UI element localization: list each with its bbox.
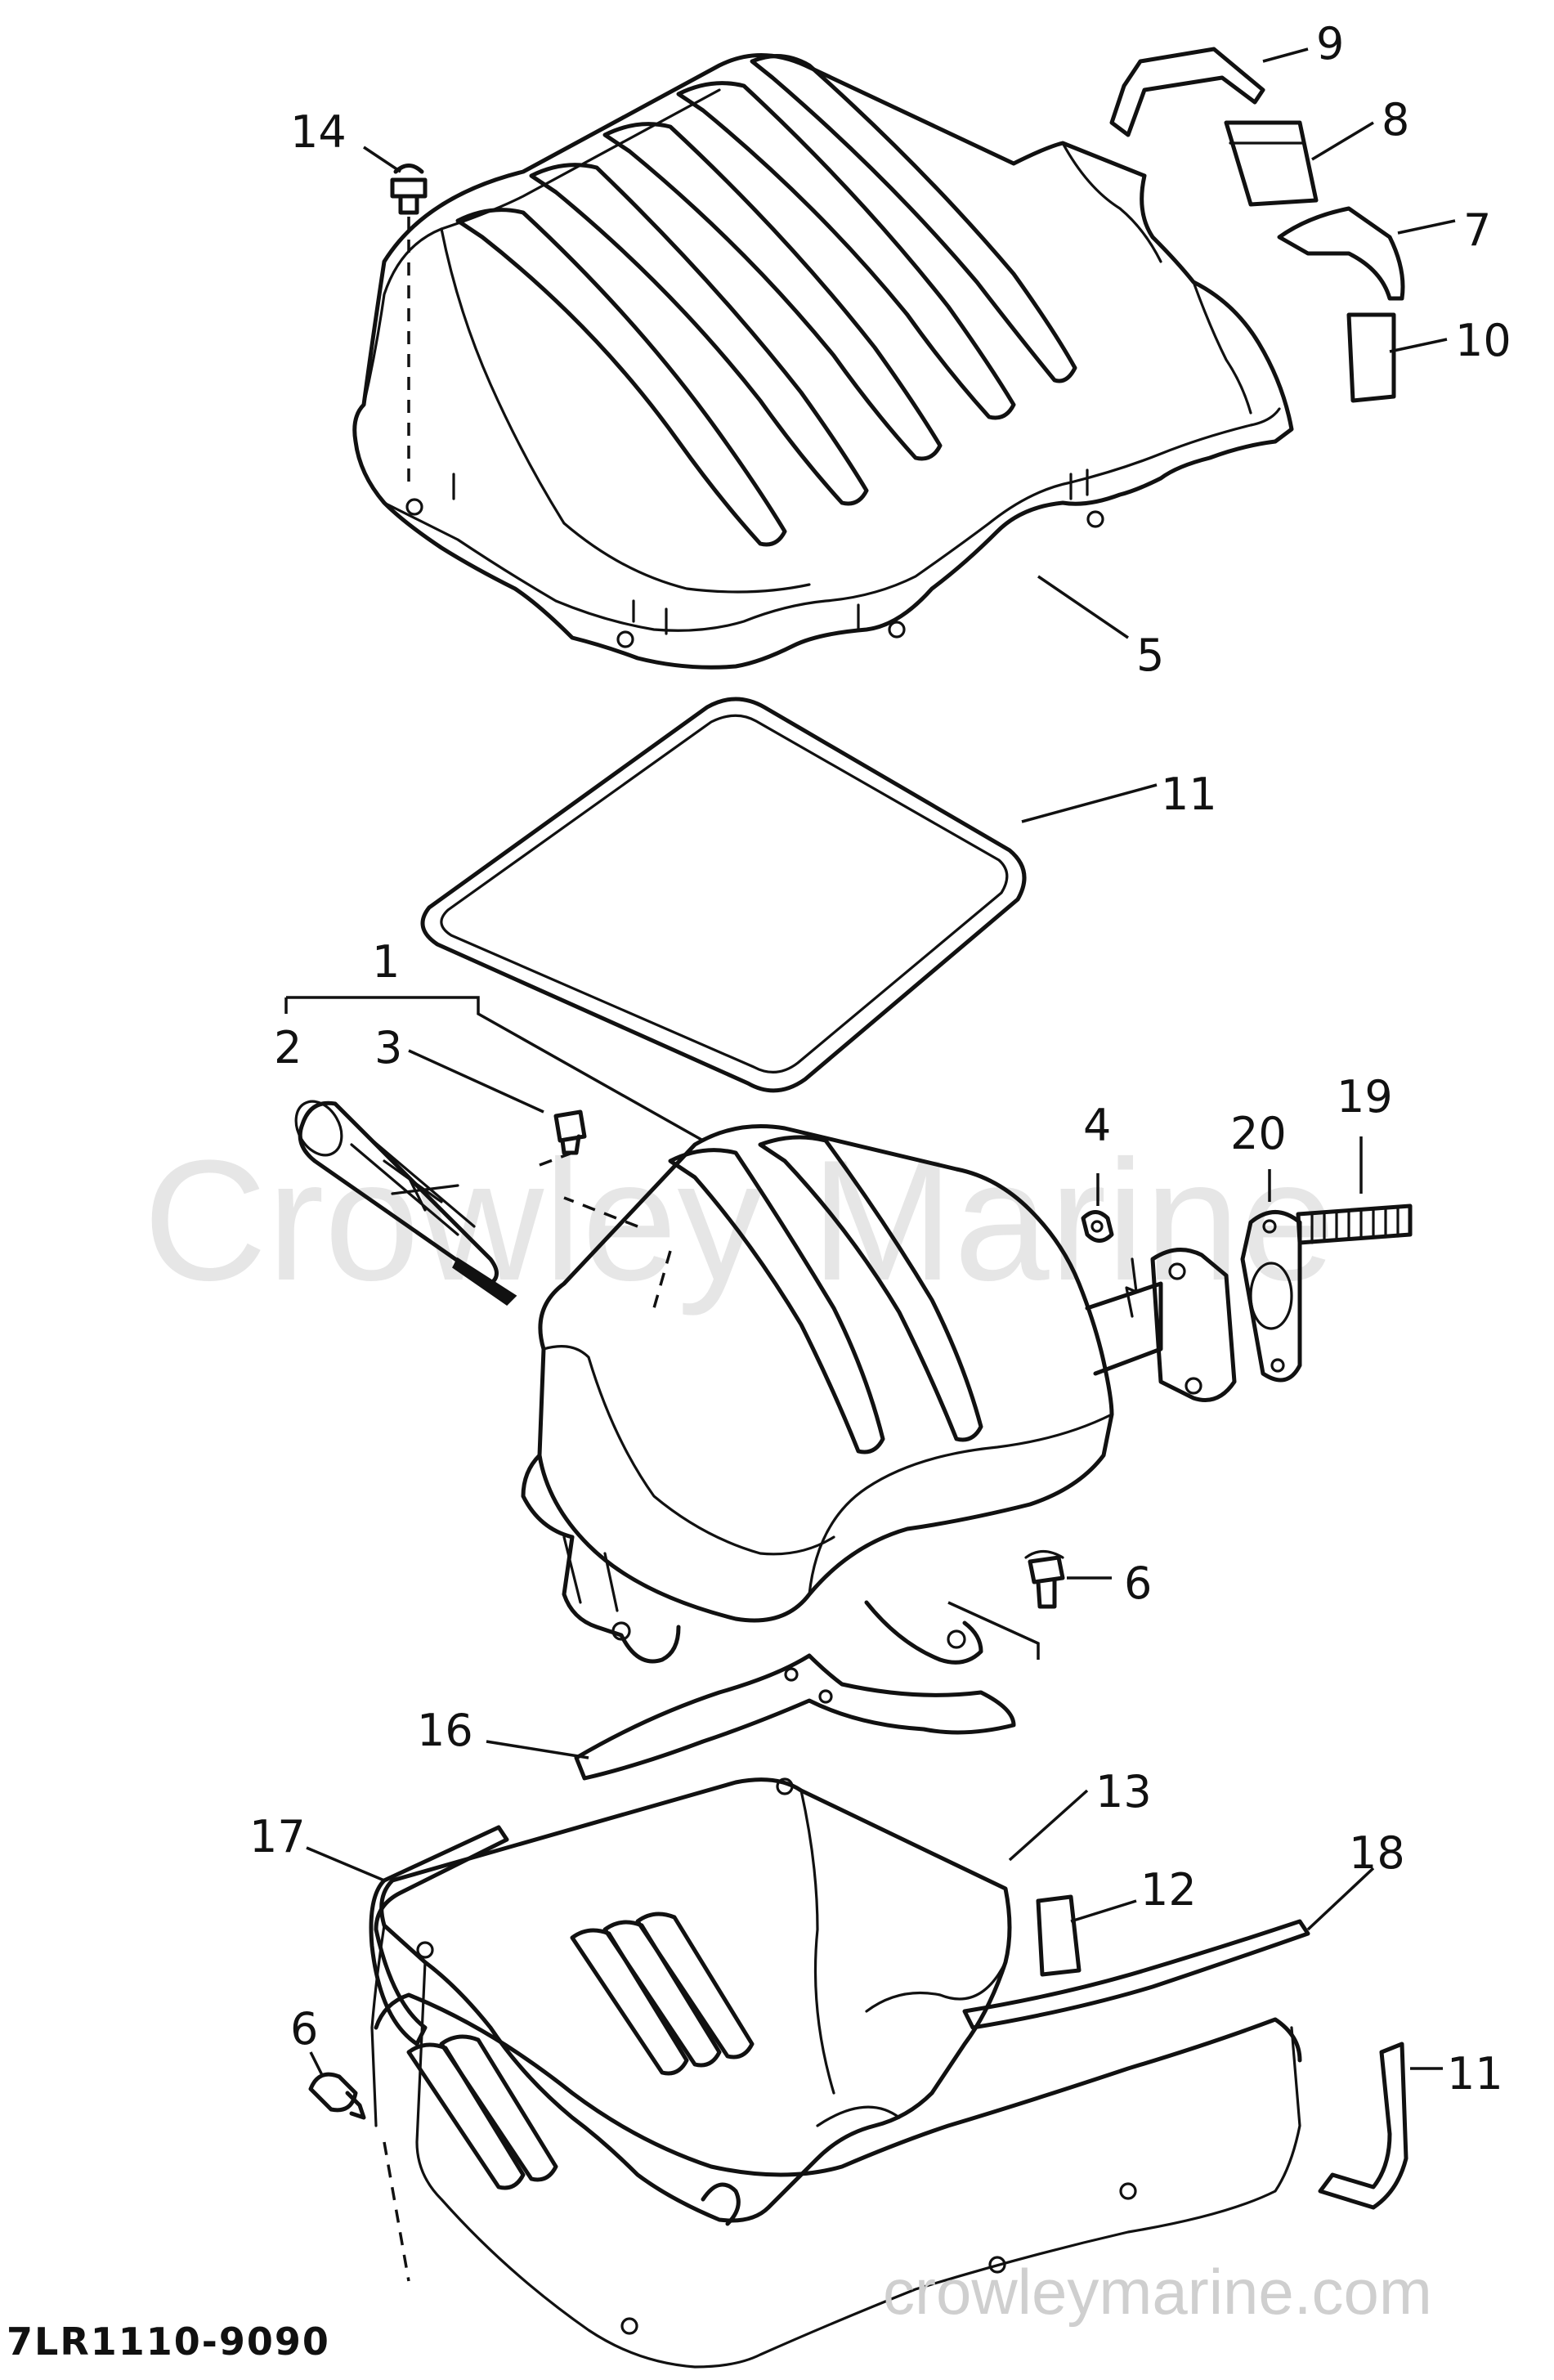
- side-gasket-part-17: [369, 1825, 509, 2046]
- callout-15: 14: [290, 106, 347, 158]
- leader-lines: [284, 47, 1456, 2077]
- callout-1: 1: [372, 936, 400, 988]
- callout-labels: 14 9 8 7 10 5 11 1 2 3 4 20 19 6 16 17 1…: [249, 18, 1511, 2100]
- drawing-code: 7LR1110-9090: [7, 2319, 330, 2364]
- pad-part-13: [1036, 1894, 1082, 1977]
- callout-19: 19: [1337, 1071, 1393, 1123]
- callout-7: 7: [1463, 204, 1491, 256]
- callout-2: 2: [274, 1022, 302, 1073]
- callout-16: 16: [417, 1705, 473, 1756]
- callout-18: 18: [1349, 1827, 1405, 1879]
- nut-part-4: [1081, 1210, 1138, 1318]
- callout-6-lower: 6: [290, 2003, 318, 2055]
- pad-part-10: [1346, 312, 1396, 403]
- pad-part-8: [1224, 120, 1319, 207]
- callout-13: 12: [1140, 1864, 1197, 1916]
- bolt-part-6-lower: [308, 2072, 366, 2120]
- callout-6-upper: 6: [1124, 1558, 1152, 1609]
- filter-cone-part-2: [294, 1100, 517, 1306]
- strip-gasket-part-16: [574, 1653, 1016, 1781]
- muffler-body-part-1: [521, 1124, 1237, 1665]
- watermark: Crowley Marine: [143, 1124, 1336, 1316]
- stud-part-19: [1296, 1203, 1413, 1245]
- callout-17: 17: [249, 1811, 306, 1862]
- callout-14: 13: [1095, 1766, 1152, 1817]
- callout-9: 9: [1316, 18, 1344, 69]
- callout-4: 4: [1083, 1100, 1111, 1151]
- rear-gasket-part-18: [962, 1919, 1310, 2030]
- upper-cover-part-5: [352, 53, 1294, 670]
- bolt-part-6-upper: [947, 1549, 1065, 1660]
- callout-8: 8: [1382, 94, 1409, 146]
- callout-5: 5: [1136, 630, 1164, 681]
- lower-case-part-14: [370, 1777, 1302, 2369]
- screw-part-3: [539, 1109, 587, 1167]
- callout-20: 20: [1230, 1108, 1287, 1159]
- callout-12: 11: [1447, 2048, 1503, 2100]
- callout-11: 11: [1161, 769, 1217, 820]
- flange-gasket-part-20: [1240, 1210, 1302, 1383]
- bracket-part-9: [1109, 47, 1265, 137]
- site-watermark: crowleymarine.com: [883, 2256, 1432, 2328]
- pad-part-7: [1277, 206, 1405, 301]
- callout-10: 10: [1455, 315, 1511, 366]
- bracket-part-12: [1318, 2042, 1408, 2210]
- gasket-part-11: [420, 697, 1027, 1093]
- callout-3: 3: [374, 1022, 402, 1073]
